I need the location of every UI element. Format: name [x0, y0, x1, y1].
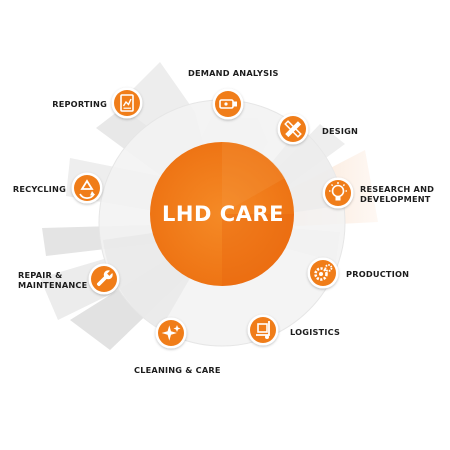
report-chart-icon	[120, 94, 134, 112]
projector-icon	[219, 99, 237, 109]
label-production: PRODUCTION	[346, 269, 410, 279]
hand-truck-icon	[256, 321, 270, 339]
node-lightbulb	[322, 177, 354, 209]
gears-icon	[314, 264, 333, 281]
label-design: DESIGN	[322, 126, 359, 136]
lightbulb-icon	[329, 182, 347, 201]
label-recycling: RECYCLING	[12, 184, 66, 194]
node-recycle	[71, 172, 103, 204]
node-wrench	[88, 263, 120, 295]
wrench-icon	[96, 270, 113, 287]
nodes-layer	[71, 87, 354, 349]
node-disc	[325, 180, 351, 206]
node-disc	[250, 317, 276, 343]
recycle-icon	[79, 179, 95, 200]
center-title: LHD CARE	[162, 202, 284, 226]
node-disc	[310, 260, 336, 286]
label-demand-analysis: DEMAND ANALYSIS	[188, 68, 279, 78]
node-disc	[74, 175, 100, 201]
label-research-and-development: RESEARCH AND DEVELOPMENT	[360, 184, 435, 204]
center-circle	[150, 142, 294, 286]
node-hand-truck	[247, 314, 279, 346]
label-reporting: REPORTING	[52, 99, 107, 109]
node-ruler-pencil	[277, 113, 309, 145]
ruler-pencil-icon	[284, 120, 302, 138]
node-sparkle	[155, 317, 187, 349]
center-shade	[222, 214, 294, 286]
label-cleaning-and-care: CLEANING & CARE	[134, 365, 221, 375]
center-shade	[222, 141, 285, 214]
node-projector	[212, 88, 244, 120]
node-report-chart	[111, 87, 143, 119]
sparkle-icon	[161, 325, 181, 341]
label-repair-and-maintenance: REPAIR & MAINTENANCE	[18, 270, 88, 290]
node-gears	[307, 257, 339, 289]
node-disc	[215, 91, 241, 117]
label-logistics: LOGISTICS	[290, 327, 341, 337]
